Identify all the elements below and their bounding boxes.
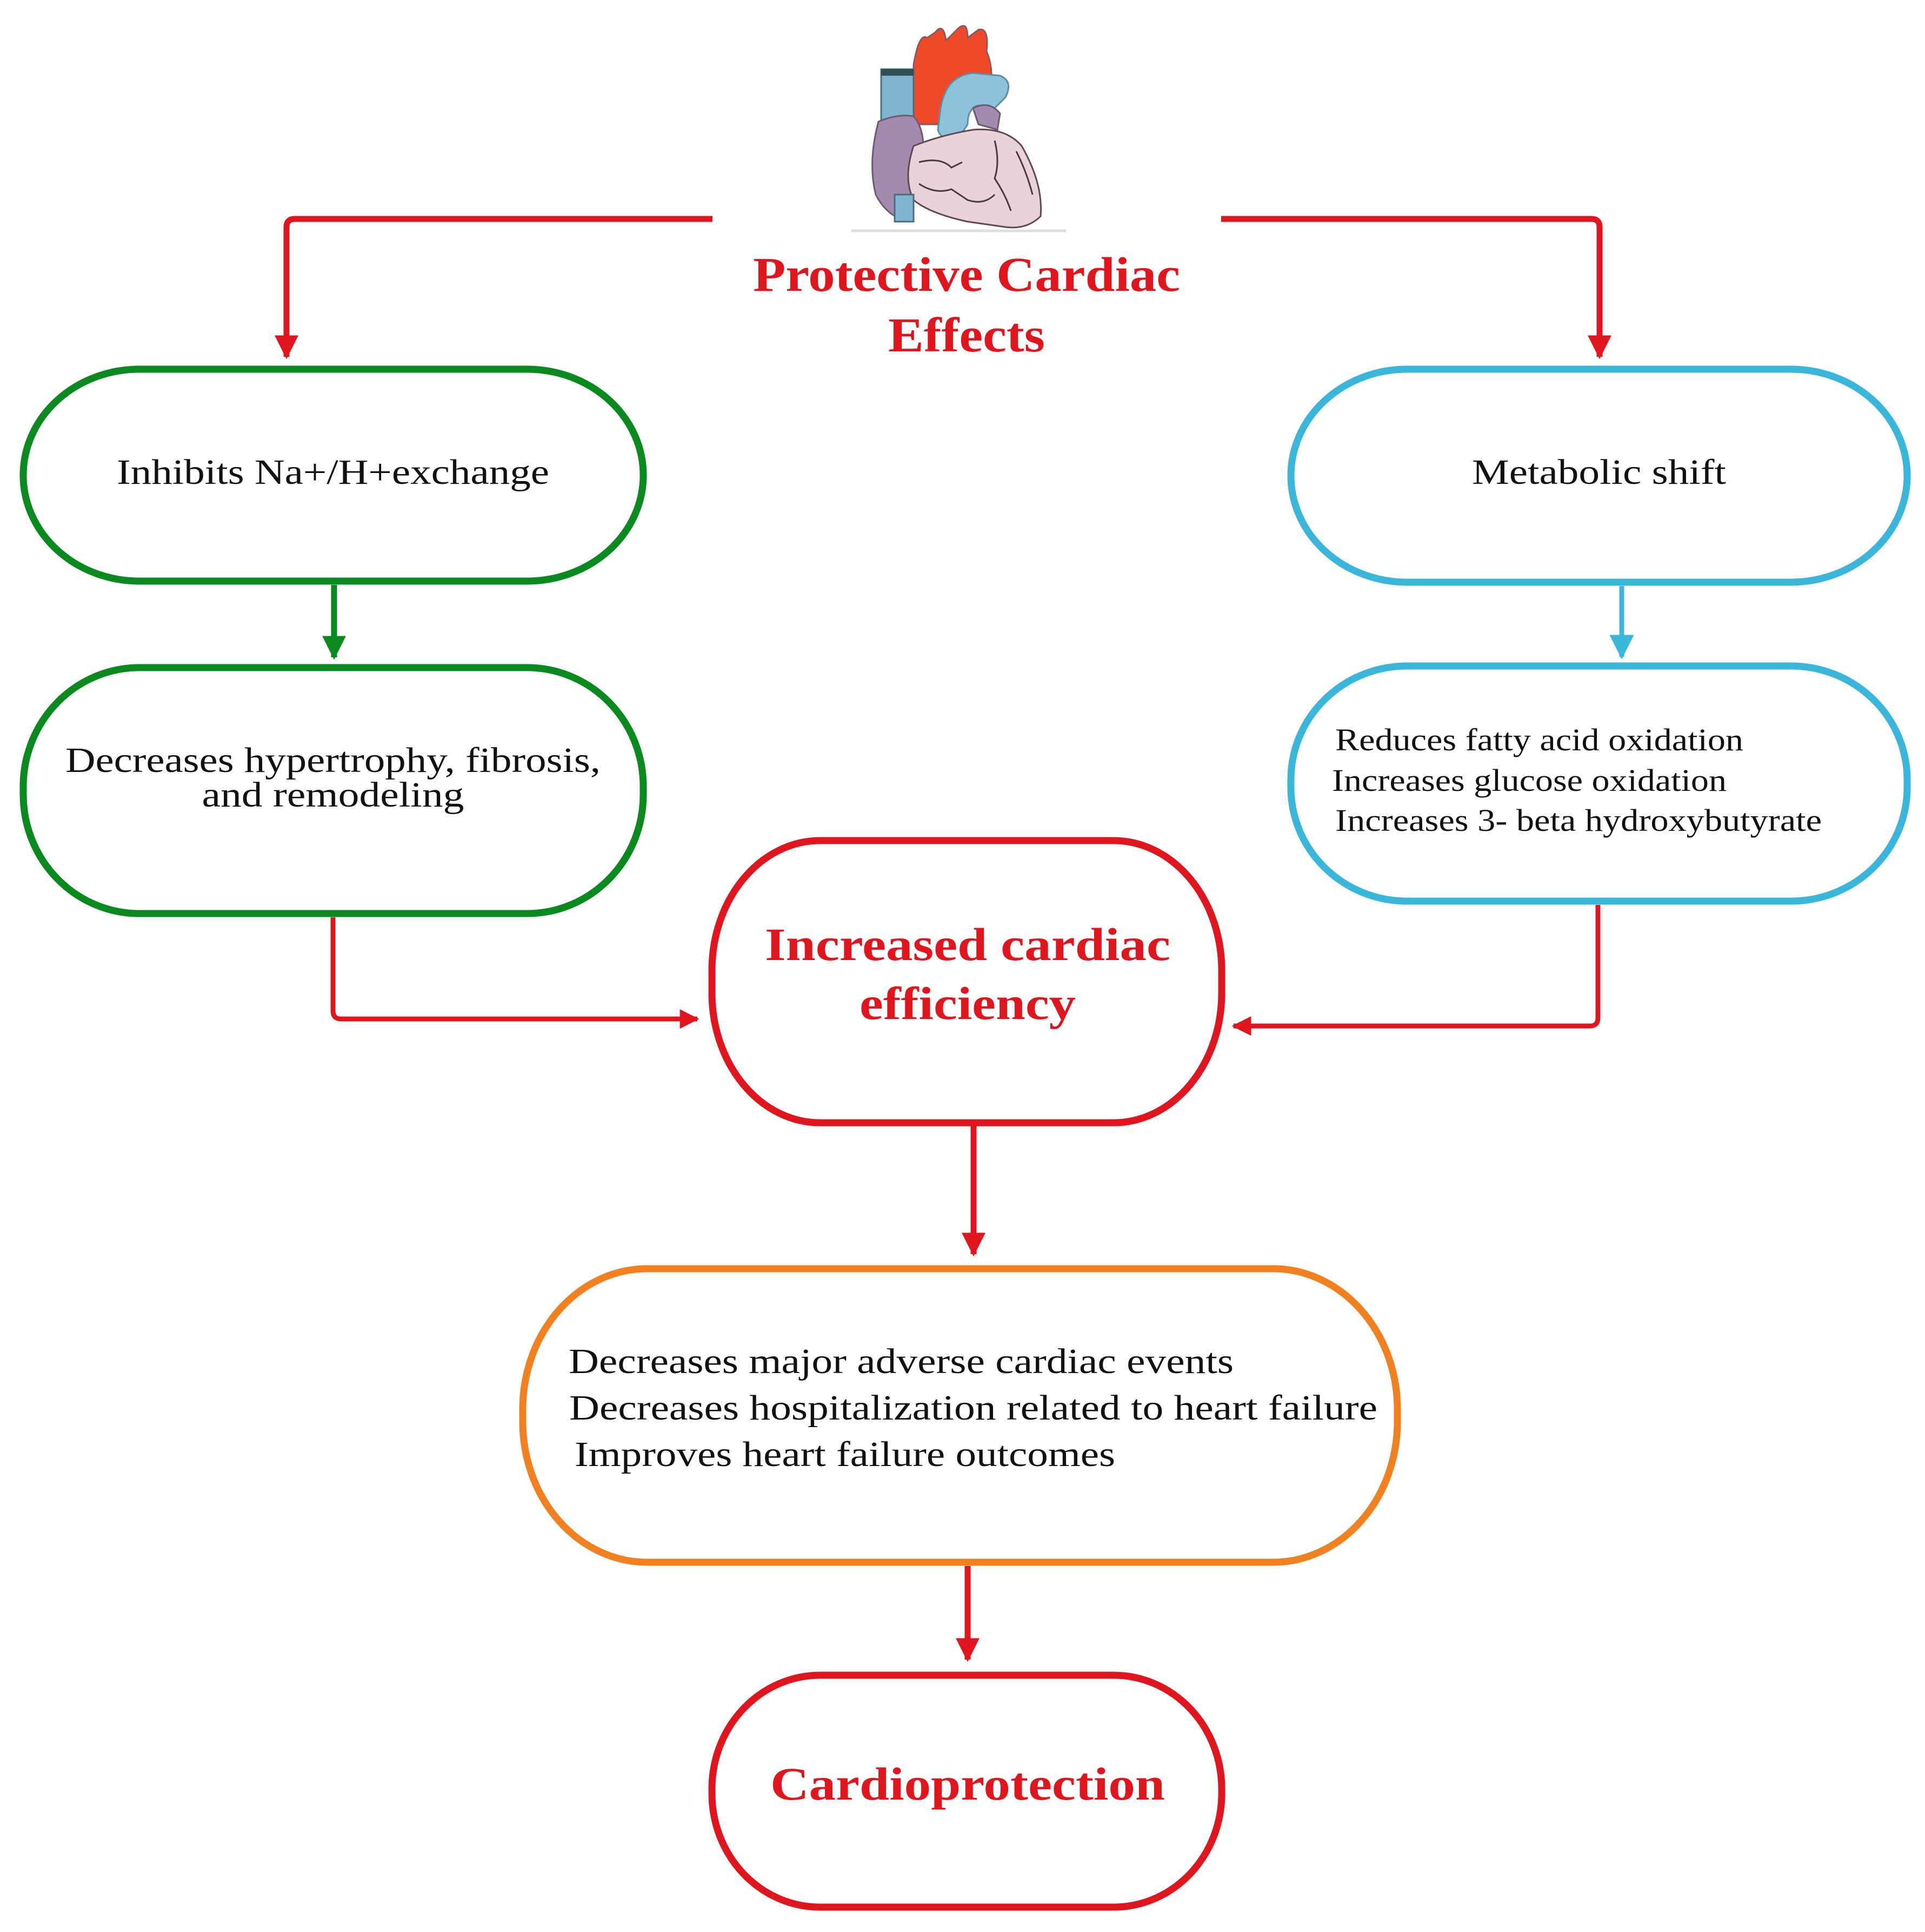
- title-line-1: Protective Cardiac: [753, 248, 1180, 302]
- node-cardiac-efficiency-line-1: Increased cardiac: [765, 918, 1170, 970]
- node-remodeling: Decreases hypertrophy, fibrosis, and rem…: [19, 664, 647, 917]
- heart-anatomy-icon: [851, 25, 1066, 232]
- node-cardioprotection: Cardioprotection: [708, 1671, 1225, 1911]
- connector-remodeling-to-efficiency: [330, 917, 700, 1029]
- node-metabolic-effects-line-1: Reduces fatty acid oxidation: [1335, 722, 1743, 757]
- connector-effects-to-efficiency: [1231, 905, 1601, 1036]
- node-na-h-exchange-label: Inhibits Na+/H+exchange: [117, 452, 549, 492]
- node-outcomes-line-3: Improves heart failure outcomes: [575, 1435, 1115, 1474]
- node-metabolic-shift-label: Metabolic shift: [1472, 452, 1726, 492]
- node-outcomes-line-2: Decreases hospitalization related to hea…: [569, 1388, 1377, 1428]
- title-line-2: Effects: [888, 309, 1045, 362]
- node-outcomes-line-1: Decreases major adverse cardiac events: [569, 1342, 1234, 1381]
- node-outcomes: Decreases major adverse cardiac events D…: [519, 1265, 1401, 1566]
- node-cardiac-efficiency: Increased cardiac efficiency: [708, 837, 1225, 1127]
- node-metabolic-shift: Metabolic shift: [1287, 365, 1911, 586]
- connector-title-to-metabolic: [1221, 216, 1611, 359]
- node-metabolic-effects-line-3: Increases 3- beta hydroxybutyrate: [1335, 803, 1822, 838]
- page-title: Protective Cardiac Effects: [753, 248, 1180, 362]
- node-cardiac-efficiency-line-2: efficiency: [860, 977, 1076, 1029]
- node-metabolic-effects: Reduces fatty acid oxidation Increases g…: [1287, 662, 1911, 905]
- node-na-h-exchange: Inhibits Na+/H+exchange: [19, 365, 647, 585]
- node-cardioprotection-label: Cardioprotection: [770, 1758, 1165, 1810]
- node-remodeling-line-1: Decreases hypertrophy, fibrosis,: [65, 741, 601, 780]
- node-remodeling-line-2: and remodeling: [202, 775, 464, 815]
- connector-title-to-na-h: [275, 216, 712, 359]
- node-metabolic-effects-line-2: Increases glucose oxidation: [1332, 763, 1727, 798]
